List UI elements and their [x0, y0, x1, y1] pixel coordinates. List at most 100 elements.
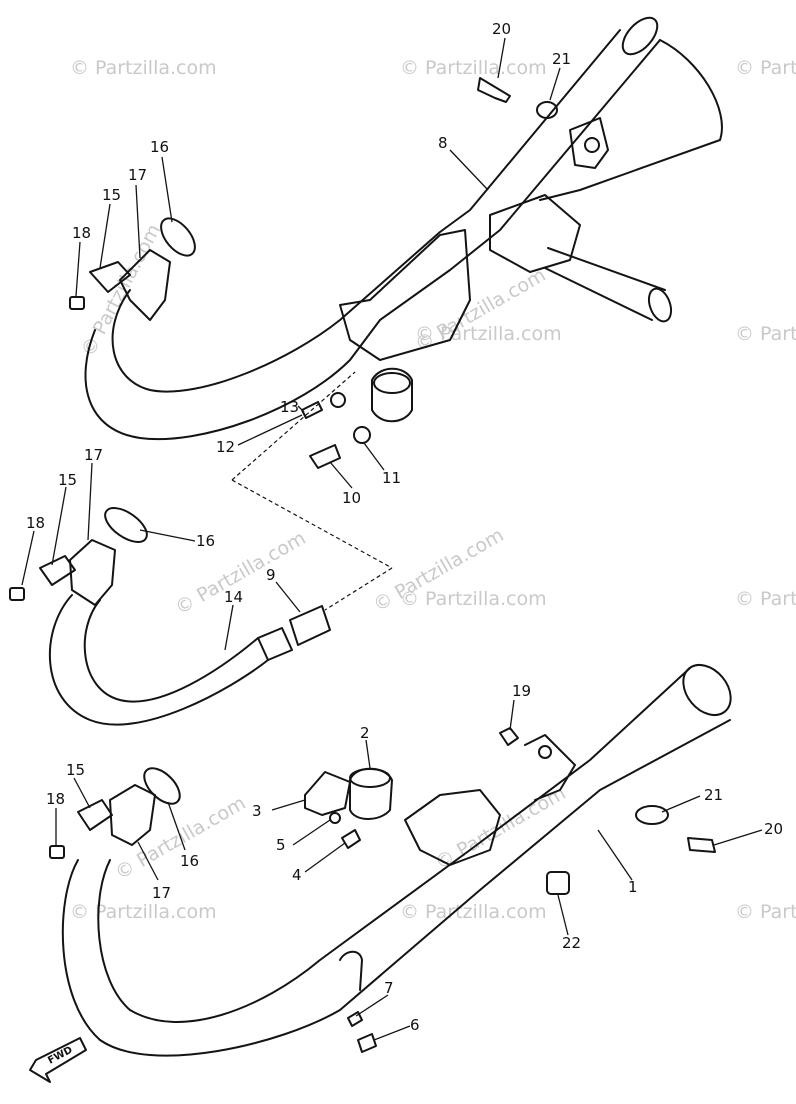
upper-muffler-tail-end [621, 16, 659, 56]
leader-21-upper [549, 67, 561, 101]
sleeve-2-opening [349, 768, 391, 788]
nut-5 [329, 812, 341, 824]
leader-3 [271, 799, 306, 811]
callout-2: 2 [360, 724, 370, 742]
leader-15-upper [99, 203, 111, 269]
callout-15: 15 [66, 761, 85, 779]
callout-15: 15 [58, 471, 77, 489]
upper-pipe-front-edge [84, 39, 661, 440]
gasket-16-lower [143, 767, 181, 805]
leader-9 [275, 581, 301, 613]
callout-4: 4 [292, 866, 302, 884]
callout-17: 17 [128, 166, 147, 184]
sleeve-9 [289, 605, 331, 646]
upper-right-hardware [477, 77, 558, 119]
callout-10: 10 [342, 489, 361, 507]
leader-10 [329, 461, 353, 489]
nut-19 [499, 727, 519, 746]
callout-6: 6 [410, 1016, 420, 1034]
washer-13 [330, 392, 346, 408]
collar-17-middle [69, 539, 116, 606]
bolt-6 [357, 1033, 377, 1053]
callout-20: 20 [492, 20, 511, 38]
lower-balance-chamber [404, 789, 501, 866]
flange-15-lower [77, 799, 113, 831]
nut-18-lower [49, 845, 65, 859]
leader-8 [449, 149, 489, 191]
screw-7 [347, 1011, 363, 1027]
dashed-link-c [324, 567, 393, 611]
upper-bracket-hole [584, 137, 600, 153]
washer-21-upper [536, 101, 558, 119]
callout-8: 8 [438, 134, 448, 152]
bolt-20-lower [687, 837, 716, 853]
upper-balance-pipe-socket [371, 367, 413, 423]
pipe-14-upper-edge [83, 599, 259, 703]
callout-21: 21 [552, 50, 571, 68]
upper-muffler-bracket [569, 117, 609, 169]
flange-15-upper [89, 261, 131, 293]
leader-19 [509, 699, 515, 731]
upper-pipe-rear-edge [111, 29, 621, 393]
leader-17-upper [135, 184, 141, 259]
leader-16-upper [161, 156, 173, 223]
leader-14 [224, 604, 234, 651]
nut-18-upper [69, 296, 85, 310]
callout-1: 1 [628, 878, 638, 896]
watermark: © Partzilla.com [735, 323, 796, 345]
leader-15-middle [51, 486, 67, 566]
leader-lines [21, 37, 763, 1041]
watermark: © Partzilla.com [735, 588, 796, 610]
watermark: © Partzilla.com [70, 57, 217, 79]
dashed-link-b [231, 479, 393, 569]
leader-5 [292, 819, 331, 846]
callout-11: 11 [382, 469, 401, 487]
watermark: © Partzilla.com [400, 901, 547, 923]
leader-16-middle [139, 529, 196, 542]
gasket-16-upper [160, 217, 196, 257]
callout-18: 18 [72, 224, 91, 242]
relation-lines [231, 371, 393, 611]
callout-15: 15 [102, 186, 121, 204]
upper-muffler-joint-box [489, 194, 581, 273]
leader-15-lower [73, 777, 91, 809]
damper-22 [546, 871, 570, 895]
lower-pipe-joint-ring [339, 950, 363, 991]
callout-3: 3 [252, 802, 262, 820]
callout-21: 21 [704, 786, 723, 804]
socket-opening [373, 372, 411, 394]
leader-7 [355, 994, 389, 1017]
washer-21-lower [635, 805, 669, 825]
lower-pipe-inner-edge [97, 667, 691, 1023]
washer-11 [353, 426, 371, 444]
callout-17: 17 [84, 446, 103, 464]
upper-balance-chamber [339, 229, 471, 361]
leader-18-upper [75, 241, 81, 297]
pipe-14-lower-edge [48, 594, 269, 726]
callout-18: 18 [46, 790, 65, 808]
sleeve-2 [349, 767, 393, 820]
crossover-tube [544, 247, 666, 321]
lower-pipe-outer-edge [61, 719, 731, 1057]
leader-20-upper [497, 37, 506, 79]
clamp-3 [304, 771, 351, 816]
leader-17-lower [137, 841, 159, 881]
leader-12 [237, 414, 303, 446]
callout-7: 7 [384, 979, 394, 997]
callout-12: 12 [216, 438, 235, 456]
callout-17: 17 [152, 884, 171, 902]
gasket-16-middle [104, 507, 148, 543]
callout-5: 5 [276, 836, 286, 854]
leader-4 [304, 842, 346, 873]
leader-22 [557, 894, 569, 936]
fwd-direction-arrow: FWD [29, 1037, 87, 1083]
fwd-arrow-shape [29, 1037, 87, 1083]
lower-muffler-assembly [49, 663, 732, 1057]
lower-muffler-bracket [524, 734, 576, 801]
leader-21-lower [661, 795, 701, 813]
callout-14: 14 [224, 588, 243, 606]
callout-16: 16 [180, 852, 199, 870]
leader-16-lower [167, 801, 186, 851]
